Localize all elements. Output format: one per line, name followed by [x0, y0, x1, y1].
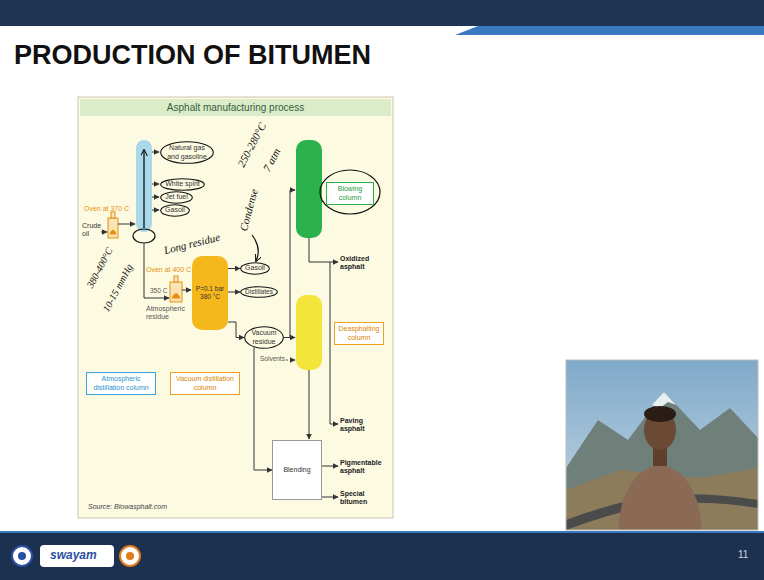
page-number: 11: [738, 549, 748, 561]
flow-arrow: [309, 238, 338, 262]
flow-arrow: [101, 232, 107, 233]
diagram-title-band: Asphalt manufacturing process: [80, 99, 391, 116]
flow-arrow: [182, 290, 191, 291]
product-circle: White spirit: [160, 178, 205, 191]
flow-connector: [228, 268, 240, 269]
webcam-inset: [566, 360, 758, 530]
product-circle: Gasoil: [240, 262, 270, 275]
blowing-column: [296, 140, 322, 238]
column-caption: Atmospheric distillation column: [86, 372, 156, 395]
node-text: Distillates: [245, 288, 273, 296]
vacuum-column: P=0.1 bar 380 °C: [192, 256, 228, 330]
node-text: Jet fuel: [165, 193, 188, 201]
product-label: Oxidized asphalt: [340, 255, 376, 272]
bottom-accent: [0, 531, 764, 533]
slide-title: PRODUCTION OF BITUMEN: [14, 40, 371, 71]
flow-connector: [254, 347, 272, 470]
flow-arrow: [152, 152, 159, 153]
flow-arrow: [152, 210, 159, 211]
flow-arrow: [152, 184, 159, 185]
hand-arrow: [143, 150, 144, 228]
product-label: Special bitumen: [340, 490, 376, 507]
handwritten-note: Condense: [237, 187, 261, 232]
swayam-logo: [40, 545, 114, 567]
flow-arrow: [322, 497, 338, 498]
bottom-bar: [0, 533, 764, 580]
handwritten-note: 7 atm: [260, 146, 283, 174]
product-circle: Vacuum residue: [244, 326, 284, 349]
oven-icon: [108, 212, 118, 238]
flow-arrow: [152, 197, 159, 198]
node-text: Vacuum residue: [248, 329, 280, 346]
blending-box: Blending: [272, 440, 322, 500]
deasphalting-column: [296, 295, 322, 370]
stream-label: Solvents: [260, 355, 285, 363]
node-text: Gasoil: [245, 264, 265, 272]
logo-dot: [126, 552, 134, 560]
flow-arrow: [309, 370, 310, 439]
top-accent: [455, 26, 764, 35]
node-text: Vacuum distillation column: [173, 375, 237, 392]
product-circle: Natural gas and gasoline: [160, 141, 214, 164]
oven-label: Oven at 400 C: [146, 266, 191, 274]
node-text: Natural gas and gasoline: [165, 144, 209, 161]
flow-arrow: [118, 224, 135, 225]
stream-label: Atmospheric residue: [146, 305, 190, 322]
node-text: Gasoil: [165, 206, 185, 214]
logo-text: swayam: [50, 548, 97, 562]
temperature-label: 350 C: [150, 287, 167, 295]
node-text: Blowing column: [329, 185, 371, 202]
top-bar: [0, 0, 764, 26]
node-text: Atmospheric distillation column: [89, 375, 153, 392]
logo-circle: [12, 546, 32, 566]
handwritten-note: Long residue: [163, 231, 222, 258]
flow-arrow: [322, 466, 338, 467]
node-text: Blending: [283, 466, 310, 474]
column-caption: Deasphalting column: [334, 322, 384, 345]
node-text: White spirit: [165, 180, 200, 188]
feed-label: Crude oil: [82, 222, 104, 239]
atmospheric-column: [136, 140, 152, 232]
node-text: P=0.1 bar 380 °C: [194, 285, 226, 301]
flow-line: [290, 190, 295, 338]
product-circle: Distillates: [240, 286, 278, 298]
oven-icon: [170, 276, 182, 302]
source-note: Source: Blowasphalt.com: [88, 503, 167, 511]
logo-circle: [120, 546, 140, 566]
logo-dot: [18, 552, 26, 560]
hand-arrow: [252, 235, 258, 261]
node-text: Asphalt manufacturing process: [167, 102, 304, 114]
flow-connector: [228, 292, 240, 293]
column-caption: Vacuum distillation column: [170, 372, 240, 395]
hand-circle: [320, 170, 380, 214]
handwritten-note: 380-400°C: [84, 246, 115, 290]
product-label: Paving asphalt: [340, 417, 376, 434]
hand-circle: [133, 229, 155, 243]
product-circle: Gasoil: [160, 204, 190, 217]
solvent-arrow: [286, 360, 295, 361]
node-text: Deasphalting column: [337, 325, 381, 342]
diagram-frame: [78, 97, 393, 518]
product-circle: Jet fuel: [160, 191, 193, 204]
column-caption: Blowing column: [326, 182, 374, 205]
product-label: Pigmentable asphalt: [340, 459, 384, 476]
oven-label: Oven at 370 C: [84, 205, 129, 213]
flow-connector: [228, 322, 244, 338]
